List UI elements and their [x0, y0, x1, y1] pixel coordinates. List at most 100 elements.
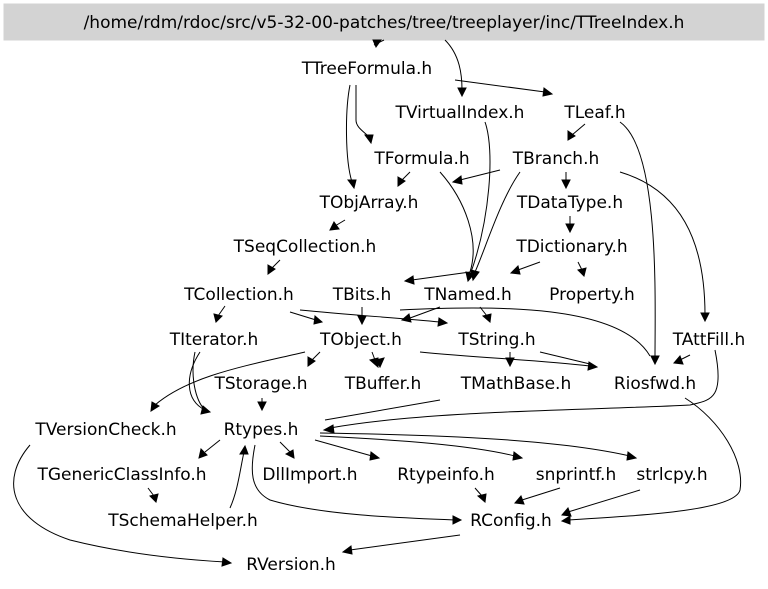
edge-tcollection-tstring — [299, 309, 441, 323]
node-tdictionary[interactable]: TDictionary.h — [515, 237, 627, 257]
arrowhead — [364, 134, 374, 145]
arrowhead — [470, 269, 480, 282]
arrowhead — [313, 315, 324, 325]
edge-ttreeformula-tleaf — [454, 79, 546, 93]
edge-tdictionary-tnamed — [517, 261, 541, 271]
arrowhead — [257, 401, 267, 412]
arrowhead — [198, 448, 208, 459]
arrowhead — [347, 179, 357, 190]
node-snprintf[interactable]: snprintf.h — [536, 465, 617, 485]
node-tobjarray[interactable]: TObjArray.h — [319, 193, 419, 213]
edge-rtypes-rtypeinfo — [314, 439, 373, 457]
arrowhead — [452, 515, 463, 525]
arrowhead — [565, 223, 575, 234]
edge-tseqcollection-tcollection — [271, 259, 281, 269]
arrowhead — [437, 317, 449, 327]
edge-tobject-tstorage — [311, 351, 321, 361]
arrowhead — [542, 87, 554, 97]
edge-tbranch-tattfill — [619, 171, 706, 316]
arrowhead — [357, 315, 367, 326]
arrowhead — [397, 176, 406, 187]
node-dllimport[interactable]: DllImport.h — [262, 465, 357, 485]
node-rconfig[interactable]: RConfig.h — [470, 511, 552, 531]
node-tschemahelper[interactable]: TSchemaHelper.h — [107, 511, 258, 531]
arrowhead — [561, 507, 572, 517]
edge-tformula-tbits-end — [411, 271, 471, 281]
edge-rtypeinfo-rconfig — [474, 487, 483, 497]
node-tgenericclassinfo[interactable]: TGenericClassInfo.h — [36, 465, 206, 485]
edge-tnamed-tstring — [479, 306, 488, 317]
node-tobject[interactable]: TObject.h — [319, 330, 402, 350]
node-riosfwd[interactable]: Riosfwd.h — [614, 374, 696, 394]
edge-tformula-tobjarray — [401, 171, 411, 181]
edges — [13, 39, 742, 567]
node-rtypes[interactable]: Rtypes.h — [224, 420, 299, 440]
arrowhead — [372, 39, 382, 49]
edge-tversioncheck-rversion — [13, 444, 226, 563]
node-tattfill[interactable]: TAttFill.h — [672, 330, 746, 350]
arrowhead — [577, 267, 587, 277]
edge-tbranch-tnamed — [474, 171, 521, 273]
node-tstring[interactable]: TString.h — [457, 330, 535, 350]
node-rtypeinfo[interactable]: Rtypeinfo.h — [397, 465, 495, 485]
arrowhead — [560, 515, 571, 525]
arrowhead — [284, 449, 295, 459]
arrowhead — [673, 355, 684, 365]
edge-rtypes-strlcpy — [319, 432, 631, 457]
root-node[interactable]: /home/rdm/rdoc/src/v5-32-00-patches/tree… — [3, 3, 765, 41]
arrowhead — [239, 444, 249, 455]
node-tbuffer[interactable]: TBuffer.h — [344, 374, 422, 394]
arrowhead — [476, 493, 487, 503]
node-tvirtualindex[interactable]: TVirtualIndex.h — [395, 103, 525, 123]
node-tseqcollection[interactable]: TSeqCollection.h — [233, 237, 377, 257]
node-ttreeformula[interactable]: TTreeFormula.h — [301, 59, 432, 79]
node-titerator[interactable]: TIterator.h — [169, 330, 259, 350]
edge-rtypes-dllimport — [279, 441, 291, 453]
arrowhead — [329, 221, 340, 231]
arrowhead — [481, 313, 492, 323]
node-tstorage[interactable]: TStorage.h — [213, 374, 307, 394]
arrowhead — [567, 130, 576, 141]
edge-tbranch-tobjarray — [459, 169, 501, 181]
arrowhead — [149, 493, 159, 503]
arrowhead — [512, 451, 524, 461]
node-tdatatype[interactable]: TDataType.h — [516, 193, 623, 213]
edge-tleaf-riosfwd — [619, 121, 656, 359]
arrowhead — [650, 355, 660, 366]
arrowhead — [505, 357, 515, 368]
node-tbranch[interactable]: TBranch.h — [512, 149, 600, 169]
arrowhead — [150, 401, 160, 412]
edge-tcollection-tobject — [289, 311, 317, 321]
arrowhead — [322, 424, 335, 434]
arrowhead — [375, 357, 385, 369]
edge-tmathbase-rtypes — [324, 399, 441, 421]
arrowhead — [403, 275, 415, 285]
arrowhead — [221, 557, 233, 567]
node-tnamed[interactable]: TNamed.h — [423, 285, 512, 305]
edge-titerator-rtypes — [188, 351, 206, 411]
edge-strlcpy-rconfig — [567, 489, 641, 513]
node-tbits[interactable]: TBits.h — [332, 285, 391, 305]
edge-ttreeformula-tobjarray — [346, 84, 353, 183]
edge-tgenericclassinfo-tschemahelper — [147, 487, 155, 497]
node-tformula[interactable]: TFormula.h — [373, 149, 469, 169]
node-tmathbase[interactable]: TMathBase.h — [460, 374, 571, 394]
edge-tvirtualindex-tnamed — [469, 121, 491, 276]
node-tleaf[interactable]: TLeaf.h — [563, 103, 625, 123]
edge-snprintf-rconfig — [521, 487, 561, 501]
node-rversion[interactable]: RVersion.h — [246, 555, 336, 575]
node-tcollection[interactable]: TCollection.h — [183, 285, 294, 305]
edge-tleaf-tbranch — [571, 123, 586, 136]
edge-rtypes-tgenericclassinfo — [204, 439, 221, 453]
arrowhead — [341, 545, 353, 555]
edge-tobject-tversioncheck — [154, 351, 306, 406]
arrowhead — [514, 495, 525, 505]
arrowhead — [369, 451, 381, 461]
arrowhead — [457, 87, 467, 98]
edge-tobject-riosfwd — [419, 351, 591, 367]
edge-tcollection-titerator — [217, 305, 226, 317]
node-property[interactable]: Property.h — [549, 285, 635, 305]
node-tversioncheck[interactable]: TVersionCheck.h — [34, 420, 176, 440]
edge-tnamed-tobject — [409, 306, 441, 319]
node-strlcpy[interactable]: strlcpy.h — [636, 465, 707, 485]
